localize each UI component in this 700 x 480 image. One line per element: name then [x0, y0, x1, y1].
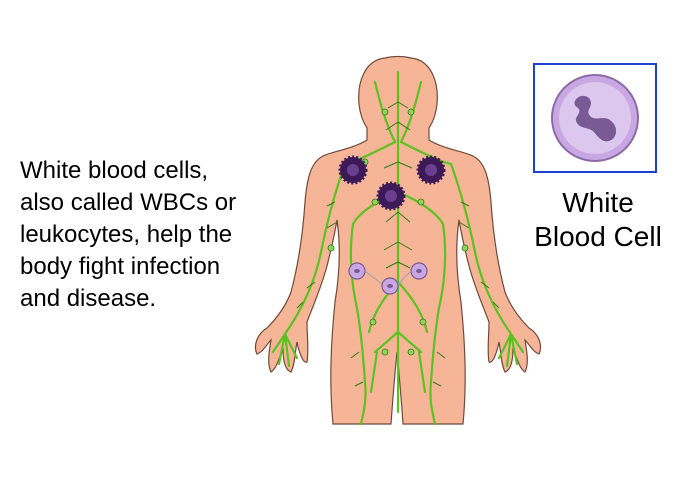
white-blood-cell-illustration	[551, 74, 639, 162]
human-body-figure	[254, 55, 542, 426]
wbc-spiky-right	[416, 155, 446, 185]
lymph-branches	[296, 101, 500, 387]
wbc-spiky-left	[338, 155, 368, 185]
wbc-spiky-center	[376, 181, 406, 211]
body-lymphatic-illustration	[245, 52, 555, 430]
white-blood-cell-label: White Blood Cell	[534, 187, 662, 252]
wbc-pale-nuclei	[354, 269, 422, 288]
cell-connectors	[364, 270, 412, 285]
white-blood-cell-frame	[533, 63, 657, 173]
cell-nucleus	[574, 95, 617, 142]
description-text: White blood cells, also called WBCs or l…	[20, 157, 237, 312]
cell-cytoplasm	[559, 82, 631, 154]
